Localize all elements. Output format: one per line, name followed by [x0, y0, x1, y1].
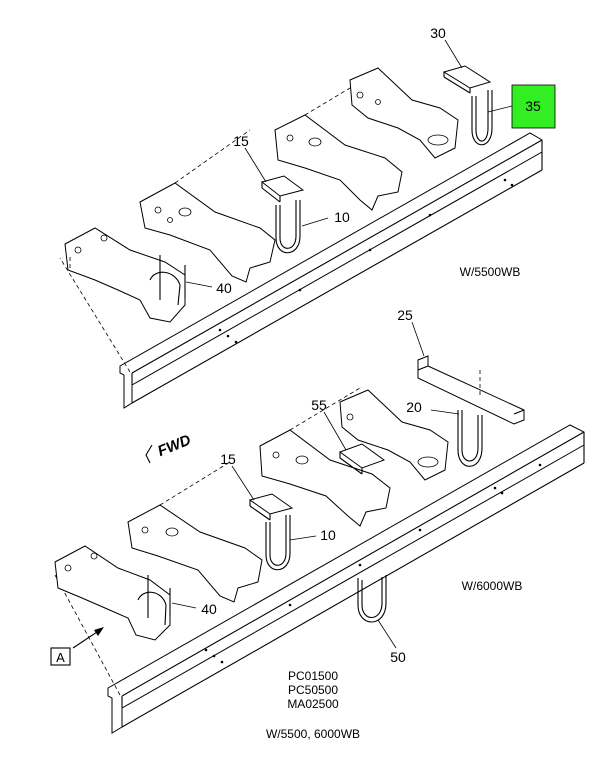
- callout-25: 25: [397, 307, 413, 323]
- bottom-u-bolt-10: [265, 515, 291, 571]
- view-a-label: A: [56, 650, 65, 665]
- bottom-crossmember-1: [127, 461, 263, 603]
- part-code-3: MA02500: [287, 697, 339, 711]
- callout-40-bottom: 40: [201, 601, 217, 617]
- bottom-assembly: A 25 55 20 15 10 40 50 W/6000WB: [50, 307, 585, 734]
- applicability-label: W/5500, 6000WB: [266, 727, 360, 741]
- callout-15-bottom: 15: [220, 451, 236, 467]
- top-frame-rail: [59, 132, 543, 409]
- fwd-indicator: FWD: [145, 431, 193, 464]
- callout-35: 35: [525, 98, 541, 114]
- callout-10-bottom: 10: [320, 527, 336, 543]
- callout-10: 10: [334, 209, 350, 225]
- part-code-1: PC01500: [288, 669, 338, 683]
- variant-label-5500: W/5500WB: [460, 265, 521, 279]
- callout-40: 40: [216, 280, 232, 296]
- footer-text: PC01500 PC50500 MA02500 W/5500, 6000WB: [266, 669, 360, 741]
- callout-35-highlight: [511, 84, 556, 129]
- fwd-label: FWD: [155, 431, 193, 460]
- top-bracket-30: [442, 65, 492, 94]
- bottom-crossmember-2: [259, 387, 391, 527]
- bottom-strap-25: [417, 355, 525, 425]
- top-front-crossmember: [64, 227, 186, 323]
- callout-30: 30: [430, 25, 446, 41]
- bottom-u-bolt-40: [147, 575, 171, 618]
- top-u-bolt-10: [275, 200, 301, 254]
- part-code-2: PC50500: [288, 683, 338, 697]
- top-rail-holes: [218, 178, 514, 344]
- bottom-bracket-15: [248, 493, 294, 521]
- top-crossmember-3: [349, 67, 459, 159]
- bottom-u-bolt-50: [357, 575, 387, 623]
- callout-50: 50: [390, 649, 406, 665]
- bottom-front-crossmember: [54, 545, 171, 641]
- bottom-crossmember-3: [339, 389, 449, 481]
- bottom-leader-lines: [171, 321, 460, 649]
- callout-15: 15: [233, 133, 249, 149]
- callout-20: 20: [406, 399, 422, 415]
- top-bracket-15: [260, 175, 305, 203]
- bottom-bracket-55: [338, 443, 386, 475]
- top-leader-lines: [185, 39, 513, 288]
- top-crossmember-1: [139, 129, 276, 283]
- view-a-indicator: A: [50, 627, 104, 666]
- top-u-bolt-40: [159, 255, 186, 300]
- top-u-bolt-35: [471, 90, 493, 146]
- top-assembly: 30 35 15 10 40 W/5500WB: [59, 25, 556, 409]
- bottom-rail-holes: [204, 463, 542, 664]
- callout-55: 55: [311, 397, 327, 413]
- variant-label-6000: W/6000WB: [462, 579, 523, 593]
- bottom-u-bolt-20: [457, 410, 483, 467]
- bottom-frame-rail: [54, 424, 585, 734]
